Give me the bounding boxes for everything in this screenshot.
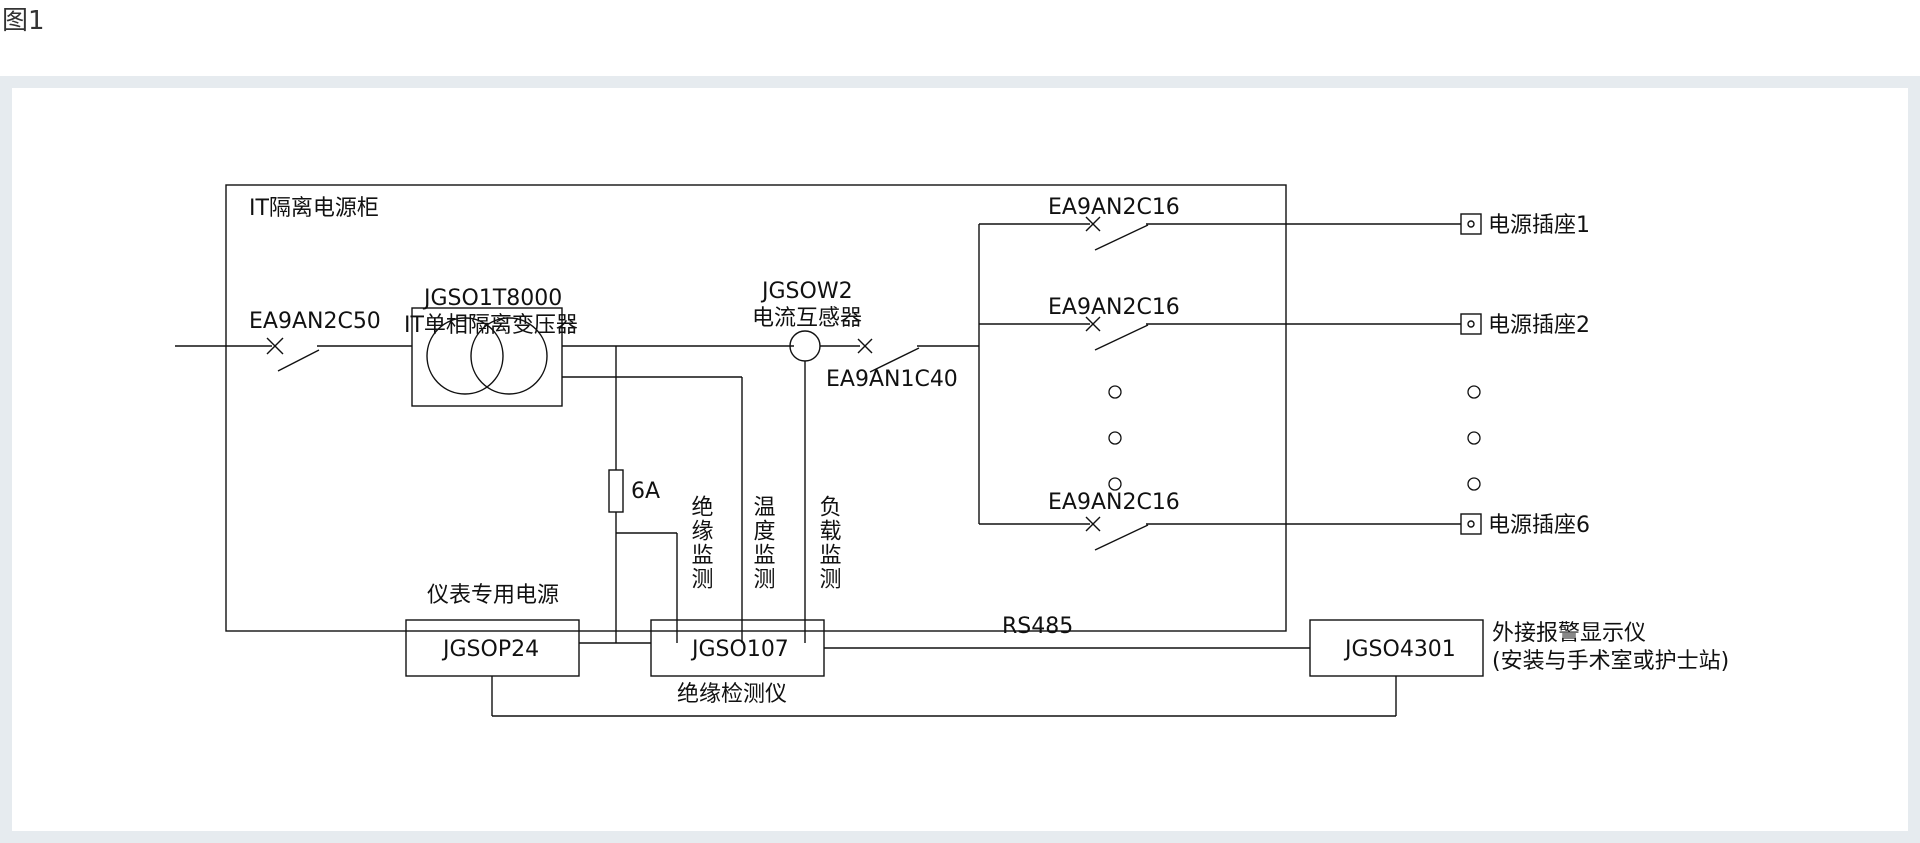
ct-name: 电流互感器 [752, 306, 862, 331]
cabinet-title: IT隔离电源柜 [249, 196, 379, 221]
socket-ellipsis-dot [1467, 385, 1481, 399]
detector-model: JGSO107 [690, 637, 789, 662]
input-breaker-label: EA9AN2C50 [249, 309, 381, 334]
branch-ellipsis-dot [1108, 477, 1122, 491]
alarm-caption-line1: 外接报警显示仪 [1492, 621, 1646, 646]
psu-model: JGSOP24 [441, 637, 539, 662]
main-breaker-blade [869, 347, 920, 373]
socket-1-pin [1467, 220, 1475, 228]
branch-1-breaker-cross-icon [1085, 216, 1101, 232]
branch-breaker-2-label: EA9AN2C16 [1048, 295, 1180, 320]
fuse-icon [608, 469, 624, 513]
figure-frame: IT隔离电源柜 EA9AN2C50 JGSO1T8000 IT单相隔离变压器 J… [0, 76, 1920, 843]
branch-3-breaker-blade [1094, 524, 1149, 551]
main-breaker-cross-icon [857, 338, 873, 354]
socket-1-icon [1460, 213, 1482, 235]
transformer-primary-coil-icon [426, 317, 504, 395]
branch-3-breaker-cross-icon [1085, 516, 1101, 532]
socket-ellipsis-dot [1467, 431, 1481, 445]
cabinet-box [225, 184, 1287, 632]
alarm-model: JGSO4301 [1343, 637, 1456, 662]
socket-ellipsis-dot [1467, 477, 1481, 491]
monitor-load-label: 负载监测 [816, 495, 842, 591]
wiring-diagram: IT隔离电源柜 EA9AN2C50 JGSO1T8000 IT单相隔离变压器 J… [175, 184, 1729, 717]
psu-caption: 仪表专用电源 [427, 583, 559, 608]
socket-2-icon [1460, 313, 1482, 335]
transformer-secondary-coil-icon [470, 317, 548, 395]
diagram-canvas: IT隔离电源柜 EA9AN2C50 JGSO1T8000 IT单相隔离变压器 J… [12, 88, 1908, 831]
monitor-temperature-label: 温度监测 [750, 495, 776, 591]
branch-1-breaker-blade [1094, 224, 1149, 251]
rs485-label: RS485 [1002, 614, 1073, 639]
input-breaker-cross-icon [266, 337, 284, 355]
socket-1-label: 电源插座1 [1488, 213, 1590, 238]
detector-caption: 绝缘检测仪 [677, 682, 787, 707]
socket-6-label: 电源插座6 [1488, 513, 1590, 538]
transformer-box [411, 307, 563, 407]
branch-ellipsis-dot [1108, 431, 1122, 445]
socket-6-icon [1460, 513, 1482, 535]
alarm-caption-line2: (安装与手术室或护士站) [1492, 649, 1729, 674]
branch-2-breaker-blade [1094, 324, 1149, 351]
current-transformer-icon [789, 330, 821, 362]
branch-ellipsis-dot [1108, 385, 1122, 399]
input-breaker-blade [277, 349, 320, 372]
ct-model: JGSOW2 [760, 279, 853, 304]
transformer-name: IT单相隔离变压器 [404, 313, 578, 338]
monitor-insulation-label: 绝缘监测 [688, 495, 714, 591]
socket-6-pin [1467, 520, 1475, 528]
socket-2-pin [1467, 320, 1475, 328]
branch-breaker-1-label: EA9AN2C16 [1048, 195, 1180, 220]
fuse-label: 6A [631, 479, 660, 504]
branch-2-breaker-cross-icon [1085, 316, 1101, 332]
socket-2-label: 电源插座2 [1488, 313, 1590, 338]
figure-label: 图1 [2, 6, 45, 36]
branch-breaker-3-label: EA9AN2C16 [1048, 490, 1180, 515]
transformer-model: JGSO1T8000 [422, 286, 562, 311]
main-breaker-label: EA9AN1C40 [826, 367, 958, 392]
